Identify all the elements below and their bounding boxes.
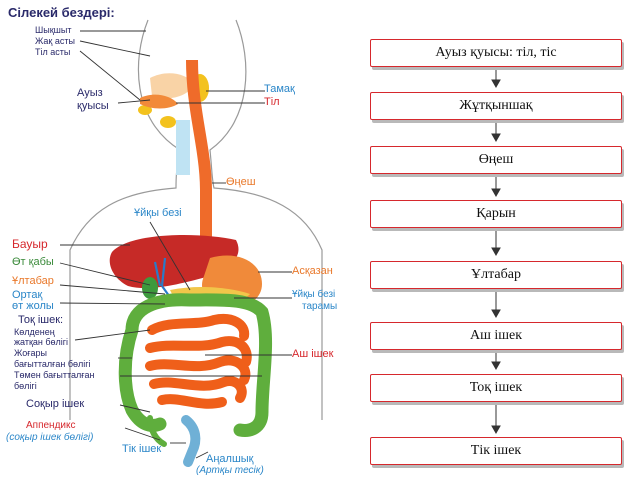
li-part-1a: Көлденең	[14, 327, 55, 337]
li-part-2a: Жоғары	[14, 348, 47, 358]
flow-step-pharynx: Жұтқыншақ	[370, 92, 622, 120]
flow-step-rectum: Тік ішек	[370, 437, 622, 465]
gland-label-3: Тіл асты	[35, 47, 71, 57]
li-part-1b: жатқан бөлігі	[14, 337, 69, 347]
trachea	[176, 120, 190, 175]
gland-label-2: Жақ асты	[35, 36, 75, 46]
submandibular-gland	[160, 116, 176, 128]
tongue-label: Тіл	[264, 96, 280, 108]
saliva-glands-title: Сілекей бездері:	[8, 5, 115, 20]
liver-label: Бауыр	[12, 237, 48, 251]
flow-step-stomach: Қарын	[370, 200, 622, 228]
gland-label-1: Шықшыт	[35, 25, 72, 35]
pancreatic-duct-label-1: Ұйқы безі	[292, 289, 336, 300]
gallbladder-shape	[142, 277, 158, 299]
flow-arrows	[491, 66, 501, 435]
small-intestine-label: Аш ішек	[292, 348, 334, 360]
flow-step-esophagus: Өңеш	[370, 146, 622, 174]
flow-step-mouth: Ауыз қуысы: тіл, тіс	[370, 39, 622, 67]
flow-step-small-intestine: Аш ішек	[370, 322, 622, 350]
mouth-label-2: қуысы	[77, 100, 109, 112]
stomach-label: Асқазан	[292, 265, 333, 277]
anus-label-2: (Артқы тесік)	[196, 465, 264, 476]
rectum-shape	[181, 415, 201, 467]
flow-step-duodenum: Ұлтабар	[370, 261, 622, 289]
cecum-label: Соқыр ішек	[26, 398, 85, 410]
pancreatic-duct-label-2: тарамы	[302, 301, 338, 312]
flow-step-large-intestine: Тоқ ішек	[370, 374, 622, 402]
throat-label: Тамақ	[264, 83, 295, 95]
gallbladder-label: Өт қабы	[12, 256, 54, 268]
esophagus-label: Өңеш	[226, 176, 256, 188]
tongue-shape	[140, 94, 178, 109]
large-intestine-title: Тоқ ішек:	[18, 314, 64, 326]
esophagus-tube	[186, 60, 212, 262]
small-intestine-shape	[145, 314, 252, 409]
mouth-label-1: Ауыз	[77, 87, 103, 99]
leader-lines	[59, 30, 292, 459]
li-part-3b: бөлігі	[14, 381, 37, 391]
common-bile-label-2: өт жолы	[12, 300, 54, 312]
rectum-label: Тік ішек	[122, 443, 162, 455]
common-bile-label-1: Ортақ	[12, 289, 43, 301]
anus-label-1: Аңалшық	[206, 453, 254, 465]
pancreas-label: Ұйқы безі	[134, 207, 182, 219]
duodenum-label: Ұлтабар	[12, 275, 54, 287]
li-part-3a: Төмен бағытталған	[14, 370, 95, 380]
nasal-cavity	[150, 73, 195, 99]
appendix-label-1: Аппендикс	[26, 420, 76, 431]
sublingual-gland	[138, 105, 152, 115]
li-part-2b: бағытталған бөлігі	[14, 359, 91, 369]
appendix-label-2: (соқыр ішек бөлігі)	[6, 432, 94, 443]
appendix-shape	[147, 415, 167, 447]
